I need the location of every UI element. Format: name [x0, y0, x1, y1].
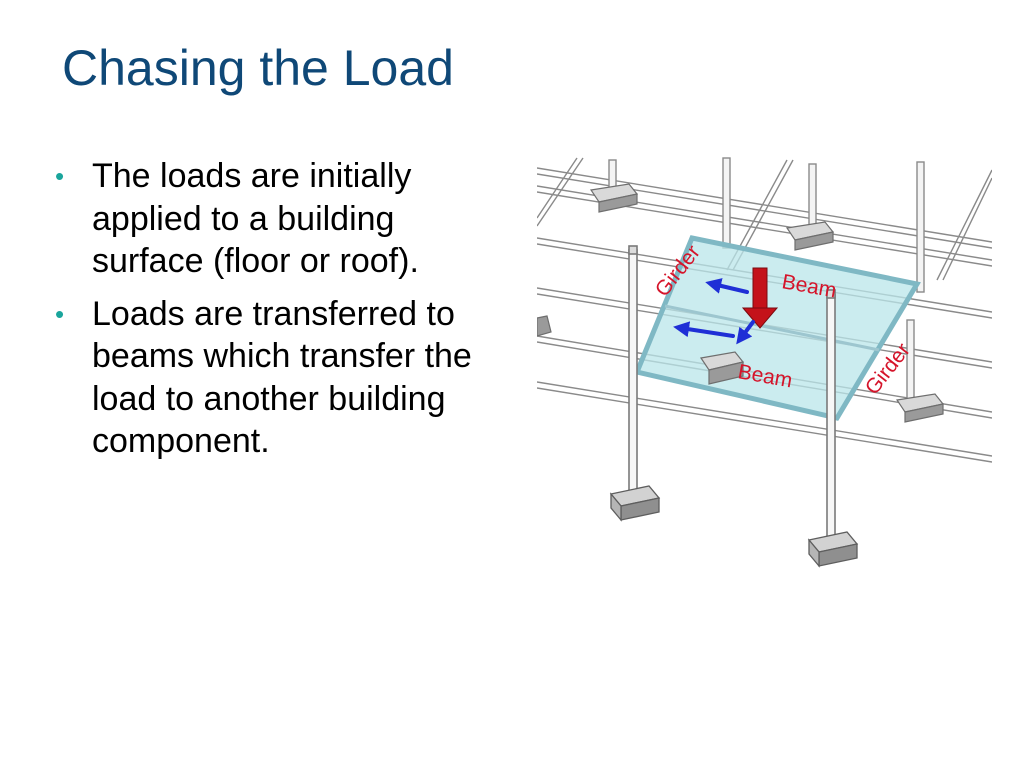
load-arrow-icon	[741, 267, 779, 329]
background-footings	[537, 183, 945, 423]
foreground-footings	[609, 485, 859, 568]
slab-beams	[664, 304, 880, 352]
bullet-text: Loads are transferred to beams which tra…	[92, 294, 472, 461]
transfer-arrows-icon	[673, 278, 755, 345]
bullet-text: The loads are initially applied to a bui…	[92, 157, 419, 280]
frame-illustration: Girder Beam Beam Girder	[537, 157, 992, 568]
center-footing	[699, 351, 745, 385]
bullet-marker: •	[55, 298, 65, 329]
bullet-marker: •	[55, 161, 65, 191]
structural-frame-figure: Girder Beam Beam Girder	[537, 150, 992, 575]
slide-title: Chasing the Load	[62, 40, 454, 96]
bullet-item: • Loads are transferred to beams which t…	[55, 293, 500, 463]
bullet-item: • The loads are initially applied to a b…	[55, 155, 500, 283]
bullet-list: • The loads are initially applied to a b…	[55, 155, 500, 473]
